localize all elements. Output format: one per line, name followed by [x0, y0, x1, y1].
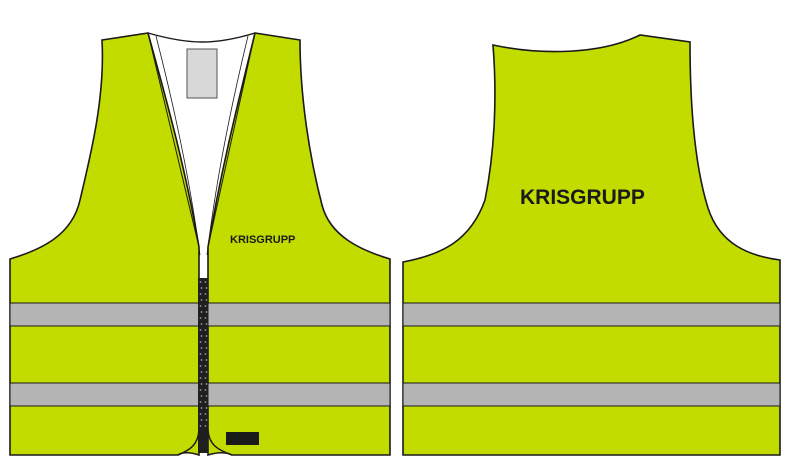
zipper-tooth — [200, 335, 203, 337]
zipper-tooth — [205, 359, 208, 361]
vest-front: KRISGRUPP — [9, 32, 391, 457]
zipper-tooth — [200, 371, 203, 373]
back-label: KRISGRUPP — [520, 186, 645, 209]
zipper-tooth — [199, 413, 202, 415]
zipper-tooth — [199, 377, 202, 379]
zipper-tooth — [204, 281, 207, 283]
back-reflective-stripe-upper — [402, 302, 781, 327]
zipper-tooth — [204, 293, 207, 295]
back-reflective-stripe-lower — [402, 382, 781, 407]
zipper-tooth — [199, 329, 202, 331]
zipper-tooth — [204, 401, 207, 403]
front-lapel-left — [147, 32, 200, 248]
zipper-tooth — [199, 365, 202, 367]
zipper-tooth — [200, 395, 203, 397]
zipper-tooth — [204, 305, 207, 307]
zipper-tooth — [205, 311, 208, 313]
zipper-tooth — [200, 299, 203, 301]
zipper-tooth — [199, 425, 202, 427]
zipper-tooth — [205, 287, 208, 289]
black-tag — [226, 432, 259, 445]
zipper-tooth — [199, 293, 202, 295]
zipper-tooth — [200, 407, 203, 409]
zipper-tooth — [205, 347, 208, 349]
front-reflective-stripe-upper-left — [9, 302, 200, 327]
zipper-tooth — [199, 305, 202, 307]
zipper — [198, 278, 208, 453]
zipper-teeth — [199, 281, 208, 427]
zipper-tooth — [199, 401, 202, 403]
zipper-tooth — [200, 311, 203, 313]
zipper-tooth — [205, 299, 208, 301]
zipper-bottom-flare — [177, 429, 233, 456]
vest-back: KRISGRUPP — [402, 34, 781, 456]
zipper-tooth — [205, 323, 208, 325]
front-reflective-stripe-lower-left — [9, 382, 200, 407]
zipper-tooth — [204, 413, 207, 415]
zipper-tooth — [199, 317, 202, 319]
front-neck-edge — [147, 32, 256, 43]
front-chest-label: KRISGRUPP — [230, 234, 295, 246]
back-panel — [402, 34, 781, 456]
zipper-tooth — [204, 377, 207, 379]
zipper-tooth — [200, 419, 203, 421]
front-inner-right — [206, 35, 249, 256]
zipper-tooth — [204, 353, 207, 355]
zipper-tooth — [205, 335, 208, 337]
front-inner-left — [155, 35, 201, 256]
zipper-tooth — [200, 347, 203, 349]
front-lapel-right — [207, 32, 256, 248]
id-card-pocket — [186, 48, 218, 99]
front-reflective-stripe-lower-right — [207, 382, 391, 407]
zipper-tooth — [200, 287, 203, 289]
zipper-tooth — [205, 383, 208, 385]
zipper-tooth — [204, 341, 207, 343]
zipper-tooth — [204, 425, 207, 427]
zipper-tooth — [199, 389, 202, 391]
zipper-tooth — [204, 329, 207, 331]
zipper-tooth — [205, 407, 208, 409]
zipper-tooth — [199, 341, 202, 343]
zipper-tooth — [204, 389, 207, 391]
zipper-tooth — [205, 371, 208, 373]
zipper-tooth — [199, 281, 202, 283]
zipper-tooth — [199, 353, 202, 355]
zipper-tooth — [200, 323, 203, 325]
front-reflective-stripe-upper-right — [207, 302, 391, 327]
zipper-tooth — [200, 383, 203, 385]
zipper-tooth — [205, 395, 208, 397]
zipper-tooth — [205, 419, 208, 421]
zipper-tooth — [204, 365, 207, 367]
zipper-tooth — [204, 317, 207, 319]
zipper-tooth — [200, 359, 203, 361]
